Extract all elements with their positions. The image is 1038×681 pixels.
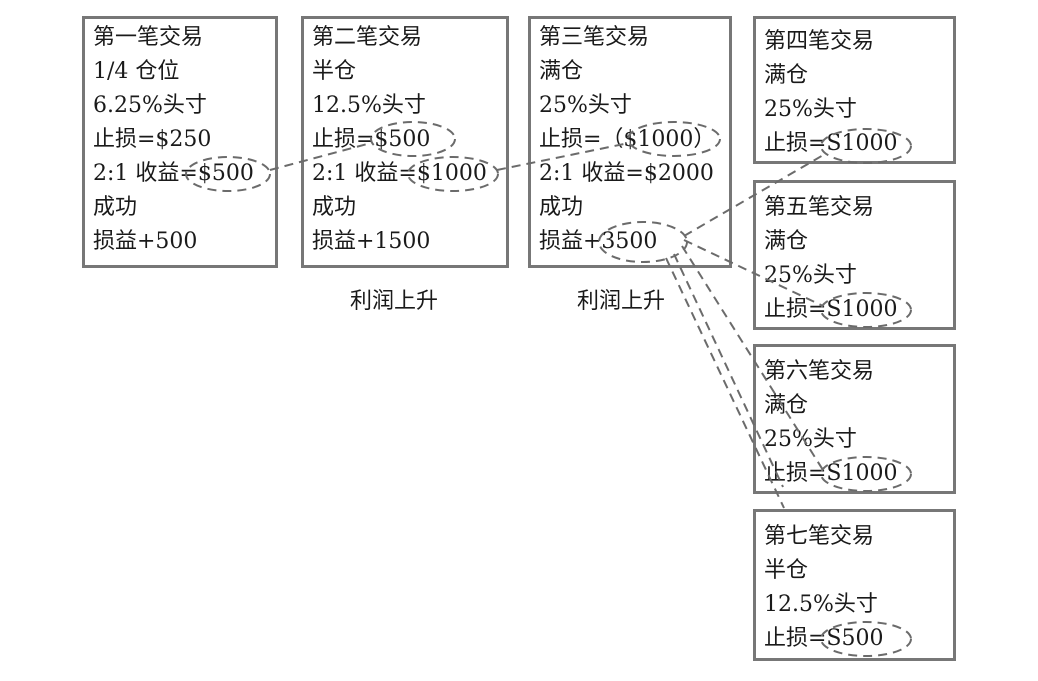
trade-box-7: 第七笔交易 半仓 12.5%头寸 止损=S500 bbox=[753, 509, 956, 661]
trade-pnl: 损益+1500 bbox=[312, 229, 431, 254]
trade-size: 25%头寸 bbox=[764, 427, 857, 452]
trade-stop: 止损=S1000 bbox=[764, 461, 898, 486]
trade-result: 成功 bbox=[539, 195, 584, 220]
trade-stop: 止损=（$1000） bbox=[539, 127, 716, 152]
profit-rise-caption-2: 利润上升 bbox=[577, 289, 666, 314]
trade-box-3: 第三笔交易 满仓 25%头寸 止损=（$1000） 2:1 收益=$2000 成… bbox=[528, 16, 732, 268]
trade-result: 成功 bbox=[93, 195, 138, 220]
trade-pnl: 损益+3500 bbox=[539, 229, 658, 254]
trade-title: 第三笔交易 bbox=[539, 25, 650, 50]
trade-target: 2:1 收益=$500 bbox=[93, 161, 254, 186]
trade-position: 满仓 bbox=[764, 229, 809, 254]
trade-title: 第二笔交易 bbox=[312, 25, 423, 50]
trade-box-1: 第一笔交易 1/4 仓位 6.25%头寸 止损=$250 2:1 收益=$500… bbox=[82, 16, 278, 268]
trade-box-2: 第二笔交易 半仓 12.5%头寸 止损=$500 2:1 收益=$1000 成功… bbox=[301, 16, 509, 268]
trade-position: 半仓 bbox=[764, 558, 809, 583]
trade-stop: 止损=$250 bbox=[93, 127, 212, 152]
trade-box-4: 第四笔交易 满仓 25%头寸 止损=S1000 bbox=[753, 16, 956, 164]
trade-box-6: 第六笔交易 满仓 25%头寸 止损=S1000 bbox=[753, 344, 956, 494]
trade-pnl: 损益+500 bbox=[93, 229, 198, 254]
trade-title: 第五笔交易 bbox=[764, 195, 875, 220]
profit-rise-caption-1: 利润上升 bbox=[350, 289, 439, 314]
trade-position: 半仓 bbox=[312, 59, 357, 84]
trade-stop: 止损=$500 bbox=[312, 127, 431, 152]
trade-stop: 止损=S500 bbox=[764, 626, 884, 651]
trade-title: 第六笔交易 bbox=[764, 359, 875, 384]
trade-size: 25%头寸 bbox=[764, 263, 857, 288]
trade-box-5: 第五笔交易 满仓 25%头寸 止损=S1000 bbox=[753, 180, 956, 330]
trade-title: 第七笔交易 bbox=[764, 524, 875, 549]
trade-result: 成功 bbox=[312, 195, 357, 220]
trade-position: 满仓 bbox=[764, 393, 809, 418]
trade-position: 满仓 bbox=[539, 59, 584, 84]
trade-position: 1/4 仓位 bbox=[93, 59, 180, 84]
trade-size: 25%头寸 bbox=[539, 93, 632, 118]
trade-title: 第一笔交易 bbox=[93, 25, 204, 50]
trade-stop: 止损=S1000 bbox=[764, 131, 898, 156]
trade-title: 第四笔交易 bbox=[764, 29, 875, 54]
trade-target: 2:1 收益=$1000 bbox=[312, 161, 487, 186]
trade-target: 2:1 收益=$2000 bbox=[539, 161, 714, 186]
trade-stop: 止损=S1000 bbox=[764, 297, 898, 322]
trade-size: 12.5%头寸 bbox=[312, 93, 426, 118]
trade-size: 25%头寸 bbox=[764, 97, 857, 122]
trade-size: 6.25%头寸 bbox=[93, 93, 207, 118]
trade-size: 12.5%头寸 bbox=[764, 592, 878, 617]
trade-position: 满仓 bbox=[764, 63, 809, 88]
